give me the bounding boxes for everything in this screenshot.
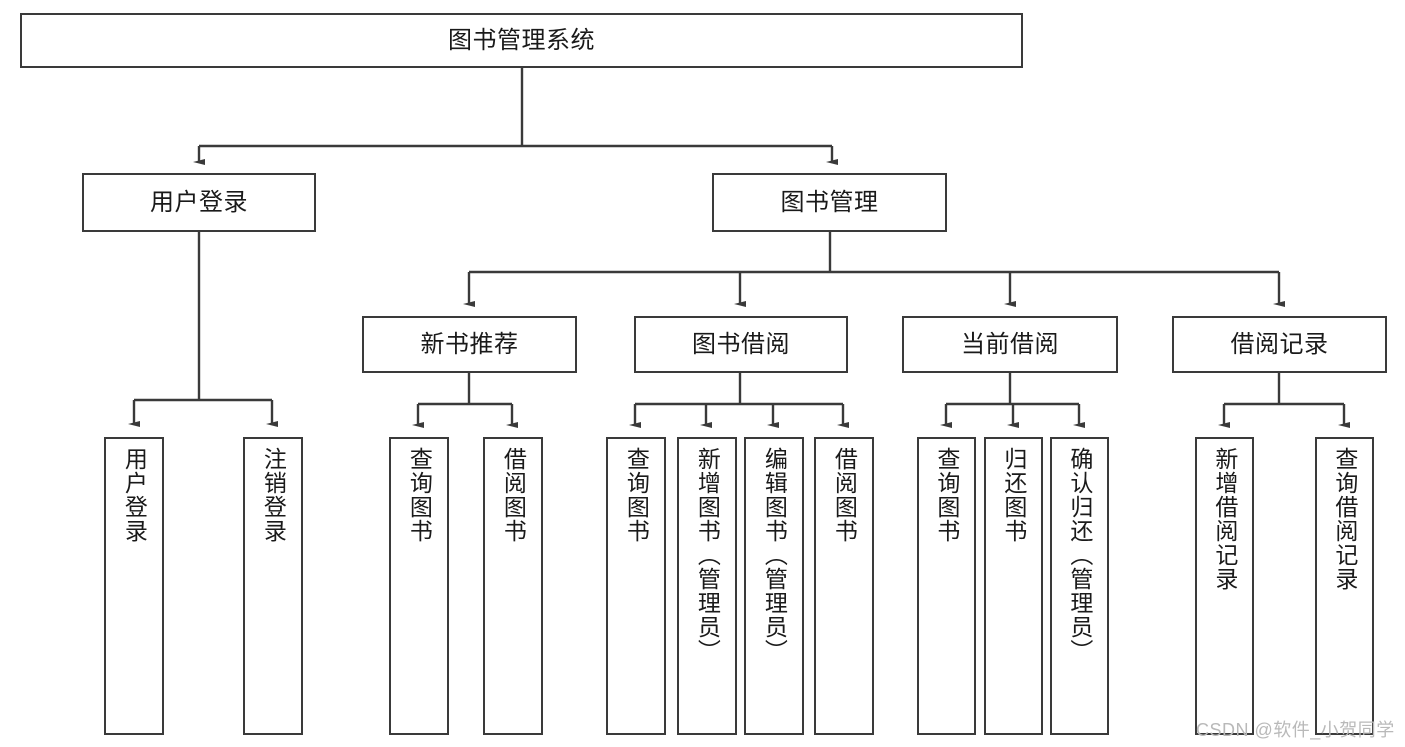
node-label: 新增图书（管理员） bbox=[694, 447, 721, 663]
node-label: 借阅图书 bbox=[831, 447, 858, 543]
node-label: 查询图书 bbox=[933, 447, 960, 543]
leaf-record-add-record[interactable]: 新增借阅记录 bbox=[1195, 437, 1254, 735]
node-label: 查询图书 bbox=[623, 447, 650, 543]
node-label: 图书借阅 bbox=[692, 330, 790, 358]
node-label: 图书管理 bbox=[780, 188, 879, 216]
node-new-book-recommend[interactable]: 新书推荐 bbox=[362, 316, 577, 373]
node-label: 用户登录 bbox=[121, 447, 148, 543]
leaf-user-login-login[interactable]: 用户登录 bbox=[104, 437, 164, 735]
leaf-record-query-record[interactable]: 查询借阅记录 bbox=[1315, 437, 1374, 735]
node-label: 编辑图书（管理员） bbox=[761, 447, 788, 663]
leaf-new-book-query[interactable]: 查询图书 bbox=[389, 437, 449, 735]
node-borrow-record[interactable]: 借阅记录 bbox=[1172, 316, 1387, 373]
node-label: 新增借阅记录 bbox=[1211, 447, 1238, 591]
node-label: 借阅记录 bbox=[1230, 330, 1329, 358]
leaf-borrow-query-book[interactable]: 查询图书 bbox=[606, 437, 666, 735]
leaf-borrow-edit-book[interactable]: 编辑图书（管理员） bbox=[744, 437, 804, 735]
leaf-current-query-book[interactable]: 查询图书 bbox=[917, 437, 976, 735]
node-label: 确认归还（管理员） bbox=[1066, 447, 1093, 663]
leaf-current-return-book[interactable]: 归还图书 bbox=[984, 437, 1043, 735]
leaf-new-book-borrow[interactable]: 借阅图书 bbox=[483, 437, 543, 735]
node-label: 注销登录 bbox=[260, 447, 287, 543]
node-label: 查询借阅记录 bbox=[1331, 447, 1358, 591]
node-user-login[interactable]: 用户登录 bbox=[82, 173, 316, 232]
node-label: 新书推荐 bbox=[420, 330, 519, 358]
node-book-borrow[interactable]: 图书借阅 bbox=[634, 316, 848, 373]
leaf-user-login-logout[interactable]: 注销登录 bbox=[243, 437, 303, 735]
node-label: 图书管理系统 bbox=[448, 26, 595, 54]
node-label: 归还图书 bbox=[1000, 447, 1027, 543]
node-book-management[interactable]: 图书管理 bbox=[712, 173, 947, 232]
node-label: 用户登录 bbox=[150, 188, 248, 216]
leaf-borrow-add-book[interactable]: 新增图书（管理员） bbox=[677, 437, 737, 735]
node-root-system[interactable]: 图书管理系统 bbox=[20, 13, 1023, 68]
node-label: 查询图书 bbox=[406, 447, 433, 543]
leaf-current-confirm-return[interactable]: 确认归还（管理员） bbox=[1050, 437, 1109, 735]
node-label: 借阅图书 bbox=[500, 447, 527, 543]
leaf-borrow-borrow-book[interactable]: 借阅图书 bbox=[814, 437, 874, 735]
node-current-borrow[interactable]: 当前借阅 bbox=[902, 316, 1118, 373]
node-label: 当前借阅 bbox=[961, 330, 1059, 358]
